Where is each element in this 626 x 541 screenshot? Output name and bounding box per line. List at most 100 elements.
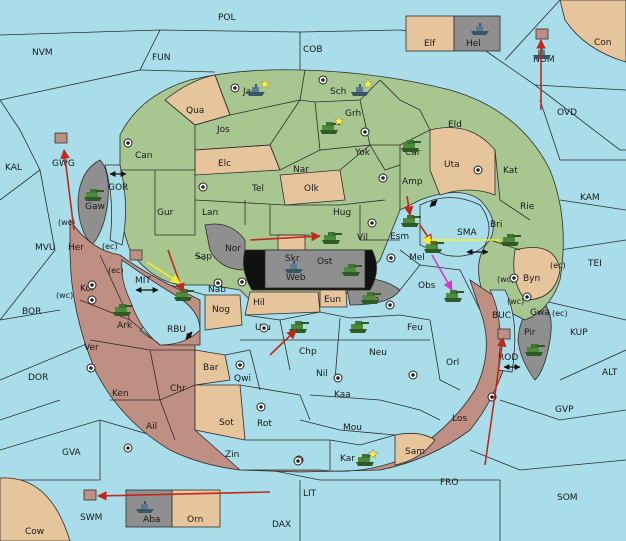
- land-labels: Elf Hel Jad Sch Qua Jos Grh Eld Can Elc …: [68, 39, 550, 525]
- region-pir[interactable]: [517, 299, 552, 381]
- land-label-feu: Feu: [407, 323, 423, 333]
- sea-label-ovd: OVD: [557, 108, 577, 118]
- land-label-ail: Ail: [146, 422, 157, 432]
- sea-rbu-area[interactable]: [121, 259, 201, 346]
- sea-label-dax: DAX: [272, 520, 291, 530]
- sea-label-rbu: RBU: [167, 325, 186, 335]
- sea-label-mit: MIT: [135, 276, 151, 286]
- land-label-nor: Nor: [225, 244, 241, 254]
- supply-center-icon: [256, 402, 266, 412]
- convoy-arrows: [109, 171, 521, 370]
- land-label-tel: Tel: [251, 184, 264, 194]
- land-label-can: Can: [135, 151, 153, 161]
- land-label-car: Car: [405, 148, 421, 158]
- sea-label-kal: KAL: [5, 163, 22, 173]
- land-label-gur: Gur: [157, 208, 174, 218]
- land-label-zin: Zin: [225, 450, 239, 460]
- land-label-kaa: Kaa: [334, 390, 351, 400]
- land-label-ark: Ark: [117, 321, 133, 331]
- supply-center-icon: [293, 456, 303, 466]
- region-uta[interactable]: [429, 127, 496, 196]
- coast-label-ec-byn: (ec): [550, 261, 566, 270]
- supply-center-icon: [235, 360, 245, 370]
- supply-center-icon: [86, 363, 96, 373]
- land-label-web: Web: [286, 273, 306, 283]
- region-elf[interactable]: [405, 15, 455, 52]
- land-label-amp: Amp: [402, 177, 423, 187]
- order-markers: [54, 28, 549, 501]
- land-label-orl: Orl: [446, 358, 459, 368]
- land-label-eun: Eun: [324, 295, 341, 305]
- land-label-gaw: Gaw: [85, 202, 105, 212]
- sea-label-som: SOM: [557, 493, 578, 503]
- sea-label-cob: COB: [303, 45, 323, 55]
- sea-label-gva: GVA: [62, 448, 82, 458]
- supply-center-icon: [259, 323, 269, 333]
- region-sam[interactable]: [394, 432, 436, 466]
- region-bar[interactable]: [194, 349, 231, 386]
- land-label-ver: Ver: [84, 343, 99, 353]
- land-label-lan: Lan: [202, 208, 218, 218]
- region-nog[interactable]: [204, 294, 243, 331]
- sea-label-buc: BUC: [492, 311, 511, 321]
- supply-center-icon: [198, 182, 208, 192]
- supply-center-icon: [386, 253, 396, 263]
- land-label-yok: Yok: [354, 148, 371, 158]
- land-label-los: Los: [452, 414, 467, 424]
- region-olk[interactable]: [279, 169, 346, 206]
- sea-label-alt: ALT: [602, 368, 618, 378]
- land-label-hel: Hel: [466, 39, 481, 49]
- land-label-esm: Esm: [390, 232, 409, 242]
- supply-center-icon: [87, 295, 97, 305]
- region-sot[interactable]: [194, 384, 246, 441]
- land-label-bar: Bar: [203, 363, 219, 373]
- land-label-pir: Pir: [524, 328, 536, 338]
- sea-sma-area[interactable]: [419, 197, 490, 257]
- land-label-uta: Uta: [444, 160, 460, 170]
- land-label-qwi: Qwi: [234, 374, 251, 384]
- channel-gor: [104, 164, 126, 246]
- land-label-aba: Aba: [143, 515, 160, 525]
- land-label-sam: Sam: [405, 447, 425, 457]
- land-label-eld: Eld: [448, 120, 462, 130]
- region-orn[interactable]: [171, 489, 221, 528]
- land-label-nab: Nab: [208, 285, 226, 295]
- supply-center-icon: [87, 280, 97, 290]
- land-label-jos: Jos: [216, 125, 230, 135]
- sea-label-con: Con: [594, 38, 612, 48]
- sea-label-rod: ROD: [498, 353, 518, 363]
- sea-label-kup: KUP: [570, 328, 588, 338]
- land-label-elc: Elc: [218, 159, 231, 169]
- sea-label-dor: DOR: [28, 373, 48, 383]
- land-label-kar: Kar: [340, 454, 355, 464]
- supply-center-icon: [473, 165, 483, 175]
- sea-label-kam: KAM: [580, 193, 600, 203]
- land-label-qua: Qua: [186, 106, 204, 116]
- land-label-ken: Ken: [112, 389, 129, 399]
- sea-label-cow: Cow: [25, 527, 44, 537]
- sea-label-gwg: GWG: [52, 159, 75, 169]
- sea-label-nom: NOM: [533, 55, 555, 65]
- sea-label-fro: FRO: [440, 478, 459, 488]
- province-borders: [79, 69, 531, 470]
- land-label-nil: Nil: [316, 369, 328, 379]
- land-label-mel: Mel: [409, 253, 425, 263]
- land-label-rie: Rie: [520, 202, 535, 212]
- land-label-byn: Byn: [523, 274, 540, 284]
- supply-center-icon: [318, 75, 328, 85]
- supply-center-icon: [237, 277, 247, 287]
- land-label-grh: Grh: [345, 109, 361, 119]
- supply-center-icon: [123, 443, 133, 453]
- land-label-bri: Bri: [490, 220, 502, 230]
- land-label-chr: Chr: [170, 384, 186, 394]
- coast-label-ec-gwa: (ec): [552, 309, 568, 318]
- order-arrows: [60, 39, 546, 501]
- land-label-vil: Vil: [357, 233, 368, 243]
- sea-label-bor: BOR: [22, 307, 41, 317]
- coast-labels: (ec) (wc) (ec) (wc) (wc) (ec): [56, 242, 568, 318]
- land-label-neu: Neu: [369, 348, 387, 358]
- supply-center-icon: [367, 218, 377, 228]
- sea-label-gvp: GVP: [555, 405, 574, 415]
- region-hel[interactable]: [453, 15, 501, 52]
